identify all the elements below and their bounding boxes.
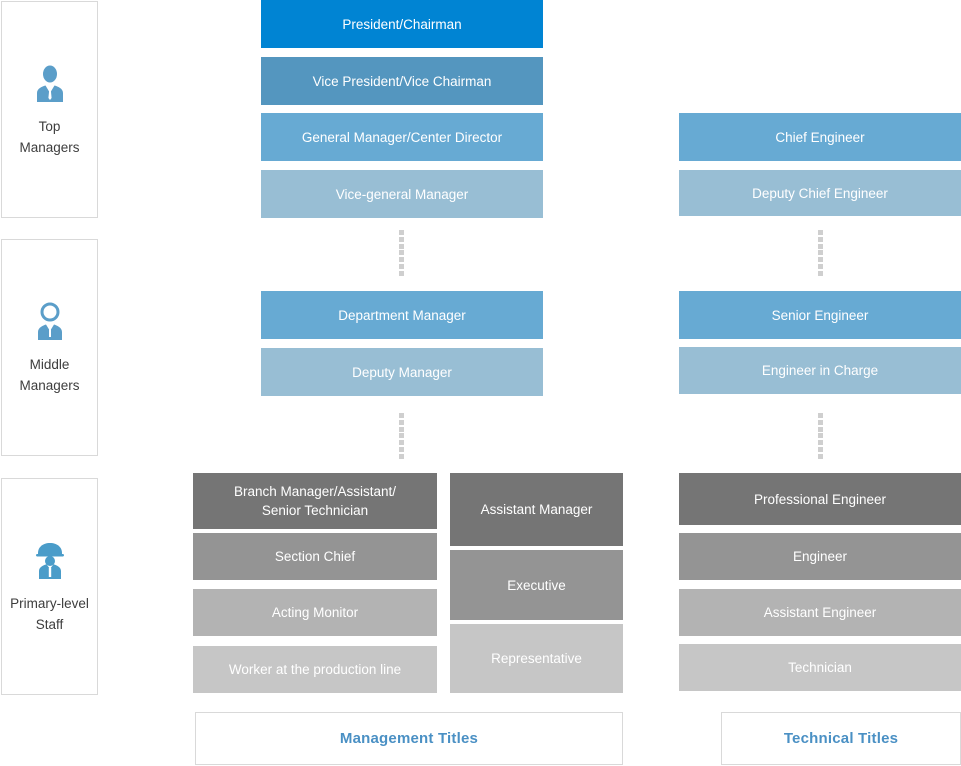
- role-box-label: Chief Engineer: [775, 129, 865, 145]
- role-box-label: Professional Engineer: [753, 491, 887, 507]
- sidebar-item-primary-level-staff[interactable]: Primary-level Staff: [1, 478, 98, 695]
- role-box-label: Acting Monitor: [271, 605, 359, 620]
- legend-label: Technical Titles: [783, 730, 899, 747]
- role-box-department-manager[interactable]: Department Manager: [261, 291, 543, 339]
- connector-management-middle-primary: [399, 413, 404, 459]
- role-box-assistant-manager[interactable]: Assistant Manager: [450, 473, 623, 546]
- sidebar-item-label: Primary-level Staff: [10, 595, 89, 632]
- role-box-label: Section Chief: [274, 549, 356, 564]
- role-box-executive[interactable]: Executive: [450, 550, 623, 620]
- role-box-label: Engineer in Charge: [761, 363, 879, 378]
- role-box-deputy-chief-engineer[interactable]: Deputy Chief Engineer: [679, 170, 961, 216]
- role-box-label: Representative: [491, 651, 582, 666]
- role-box-acting-monitor[interactable]: Acting Monitor: [193, 589, 437, 636]
- role-box-label: Deputy Chief Engineer: [752, 185, 888, 201]
- role-box-engineer-in-charge[interactable]: Engineer in Charge: [679, 347, 961, 394]
- role-box-label: President/Chairman: [342, 16, 462, 32]
- role-box-label: Engineer: [792, 549, 848, 564]
- manager-suit-icon: [30, 62, 70, 102]
- connector-management-top-middle: [399, 230, 404, 276]
- role-box-assistant-engineer[interactable]: Assistant Engineer: [679, 589, 961, 636]
- sidebar-item-label: Middle Managers: [19, 356, 80, 393]
- role-box-label: Vice President/Vice Chairman: [312, 73, 492, 89]
- role-box-general-manager[interactable]: General Manager/Center Director: [261, 113, 543, 161]
- role-box-label: Assistant Engineer: [763, 605, 877, 620]
- worker-helmet-icon: [30, 539, 70, 579]
- legend-label: Management Titles: [339, 730, 479, 747]
- role-box-vice-president[interactable]: Vice President/Vice Chairman: [261, 57, 543, 105]
- sidebar-item-label: Top Managers: [19, 118, 80, 155]
- role-box-branch-manager[interactable]: Branch Manager/Assistant/ Senior Technic…: [193, 473, 437, 529]
- role-box-label: Worker at the production line: [228, 662, 402, 677]
- role-box-label: Deputy Manager: [352, 364, 452, 380]
- connector-technical-top-middle: [818, 230, 823, 276]
- role-box-label: Vice-general Manager: [335, 186, 469, 202]
- role-box-senior-engineer[interactable]: Senior Engineer: [679, 291, 961, 339]
- role-box-president-chairman[interactable]: President/Chairman: [261, 0, 543, 48]
- role-box-label: Branch Manager/Assistant/ Senior Technic…: [233, 484, 397, 518]
- connector-technical-middle-primary: [818, 413, 823, 459]
- role-box-label: Technician: [788, 660, 852, 675]
- role-box-vice-general-manager[interactable]: Vice-general Manager: [261, 170, 543, 218]
- legend-technical-titles[interactable]: Technical Titles: [721, 712, 961, 765]
- role-box-label: General Manager/Center Director: [301, 129, 503, 145]
- role-box-technician[interactable]: Technician: [679, 644, 961, 691]
- role-box-label: Executive: [507, 577, 566, 593]
- role-box-representative[interactable]: Representative: [450, 624, 623, 693]
- manager-person-icon: [30, 300, 70, 340]
- role-box-production-line-worker[interactable]: Worker at the production line: [193, 646, 437, 693]
- sidebar-item-middle-managers[interactable]: Middle Managers: [1, 239, 98, 456]
- role-box-deputy-manager[interactable]: Deputy Manager: [261, 348, 543, 396]
- legend-management-titles[interactable]: Management Titles: [195, 712, 623, 765]
- role-box-section-chief[interactable]: Section Chief: [193, 533, 437, 580]
- role-box-label: Assistant Manager: [480, 502, 593, 517]
- role-box-label: Department Manager: [338, 307, 466, 323]
- role-box-professional-engineer[interactable]: Professional Engineer: [679, 473, 961, 525]
- role-box-chief-engineer[interactable]: Chief Engineer: [679, 113, 961, 161]
- sidebar-item-top-managers[interactable]: Top Managers: [1, 1, 98, 218]
- role-box-engineer[interactable]: Engineer: [679, 533, 961, 580]
- role-box-label: Senior Engineer: [771, 307, 869, 323]
